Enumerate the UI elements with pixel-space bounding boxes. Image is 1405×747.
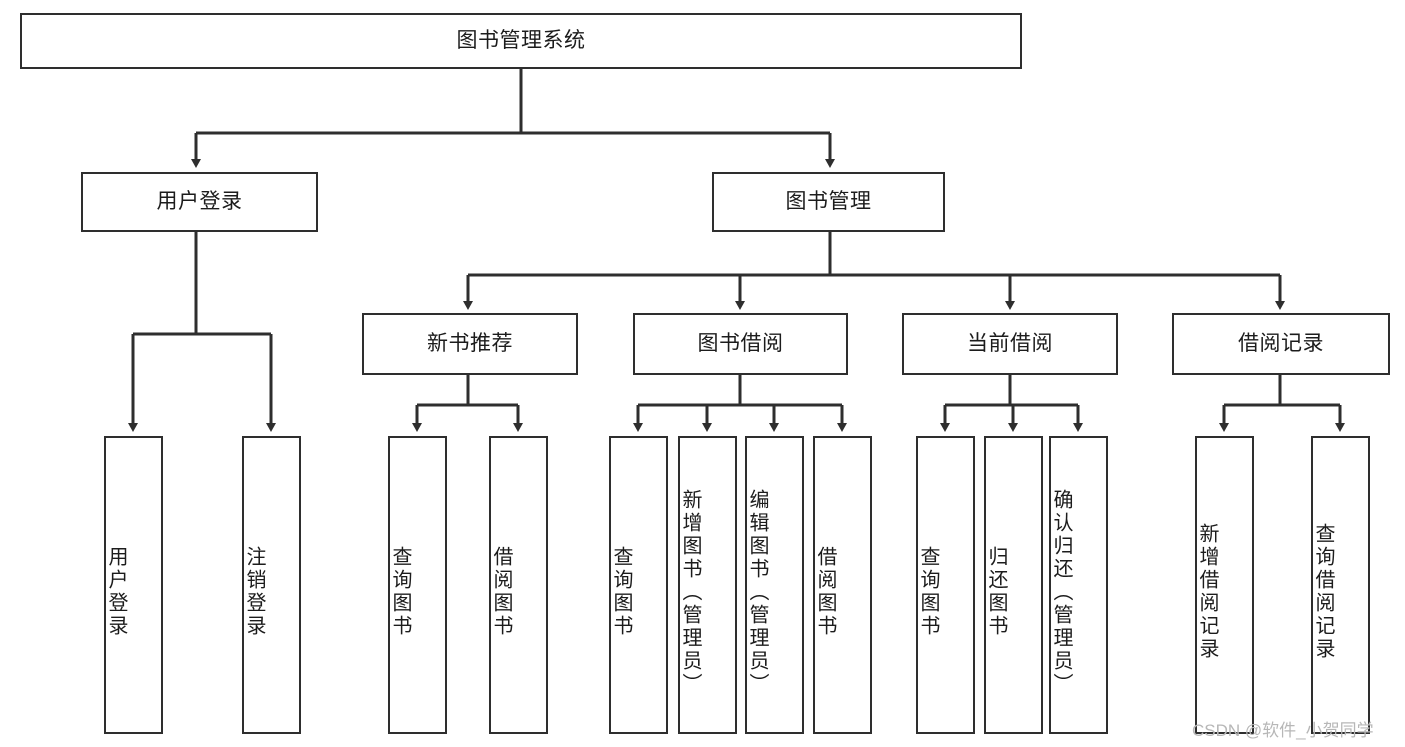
leaf-borrow-query-book[interactable]: 查询图书	[609, 436, 668, 734]
node-user-login[interactable]: 用户登录	[81, 172, 318, 232]
edge-userlogin-to-leaves	[128, 232, 276, 432]
edge-current-to-leaves	[940, 375, 1083, 432]
node-label: 借阅图书	[490, 546, 512, 638]
edge-record-to-leaves	[1219, 375, 1345, 432]
node-label: 编辑图书（管理员）	[746, 488, 768, 696]
node-label: 图书管理系统	[456, 28, 586, 52]
leaf-record-add-borrow-record[interactable]: 新增借阅记录	[1195, 436, 1254, 734]
leaf-user-login-login[interactable]: 用户登录	[104, 436, 163, 734]
leaf-borrow-add-book-admin[interactable]: 新增图书（管理员）	[678, 436, 737, 734]
node-label: 注销登录	[243, 546, 265, 638]
edge-newbook-to-leaves	[412, 375, 523, 432]
node-label: 归还图书	[985, 546, 1007, 638]
node-label: 查询图书	[389, 546, 411, 638]
node-book-management[interactable]: 图书管理	[712, 172, 945, 232]
edge-root-to-level2	[191, 69, 835, 168]
node-label: 图书借阅	[697, 331, 784, 355]
leaf-current-return-book[interactable]: 归还图书	[984, 436, 1043, 734]
edge-bookmgmt-to-level3	[463, 232, 1285, 310]
leaf-new-book-query[interactable]: 查询图书	[388, 436, 447, 734]
node-label: 借阅记录	[1238, 331, 1324, 355]
leaf-borrow-borrow-book[interactable]: 借阅图书	[813, 436, 872, 734]
leaf-record-query-borrow-record[interactable]: 查询借阅记录	[1311, 436, 1370, 734]
leaf-user-login-logout[interactable]: 注销登录	[242, 436, 301, 734]
node-label: 新书推荐	[427, 331, 513, 355]
node-root-book-management-system[interactable]: 图书管理系统	[20, 13, 1022, 69]
node-current-borrow[interactable]: 当前借阅	[902, 313, 1118, 375]
leaf-current-confirm-return-admin[interactable]: 确认归还（管理员）	[1049, 436, 1108, 734]
watermark-text: CSDN @软件_小贺同学	[1192, 721, 1374, 740]
leaf-borrow-edit-book-admin[interactable]: 编辑图书（管理员）	[745, 436, 804, 734]
edge-borrow-to-leaves	[633, 375, 847, 432]
node-book-borrow[interactable]: 图书借阅	[633, 313, 848, 375]
node-label: 图书管理	[785, 189, 872, 213]
node-borrow-record[interactable]: 借阅记录	[1172, 313, 1390, 375]
node-label: 借阅图书	[814, 546, 836, 638]
node-new-book-recommend[interactable]: 新书推荐	[362, 313, 578, 375]
node-label: 新增借阅记录	[1196, 523, 1218, 661]
node-label: 用户登录	[156, 189, 243, 213]
node-label: 当前借阅	[967, 331, 1053, 355]
leaf-current-query-book[interactable]: 查询图书	[916, 436, 975, 734]
node-label: 查询图书	[917, 546, 939, 638]
node-label: 查询借阅记录	[1312, 523, 1334, 661]
node-label: 新增图书（管理员）	[679, 488, 701, 696]
node-label: 用户登录	[105, 546, 127, 638]
node-label: 查询图书	[610, 546, 632, 638]
leaf-new-book-borrow[interactable]: 借阅图书	[489, 436, 548, 734]
node-label: 确认归还（管理员）	[1050, 488, 1072, 696]
